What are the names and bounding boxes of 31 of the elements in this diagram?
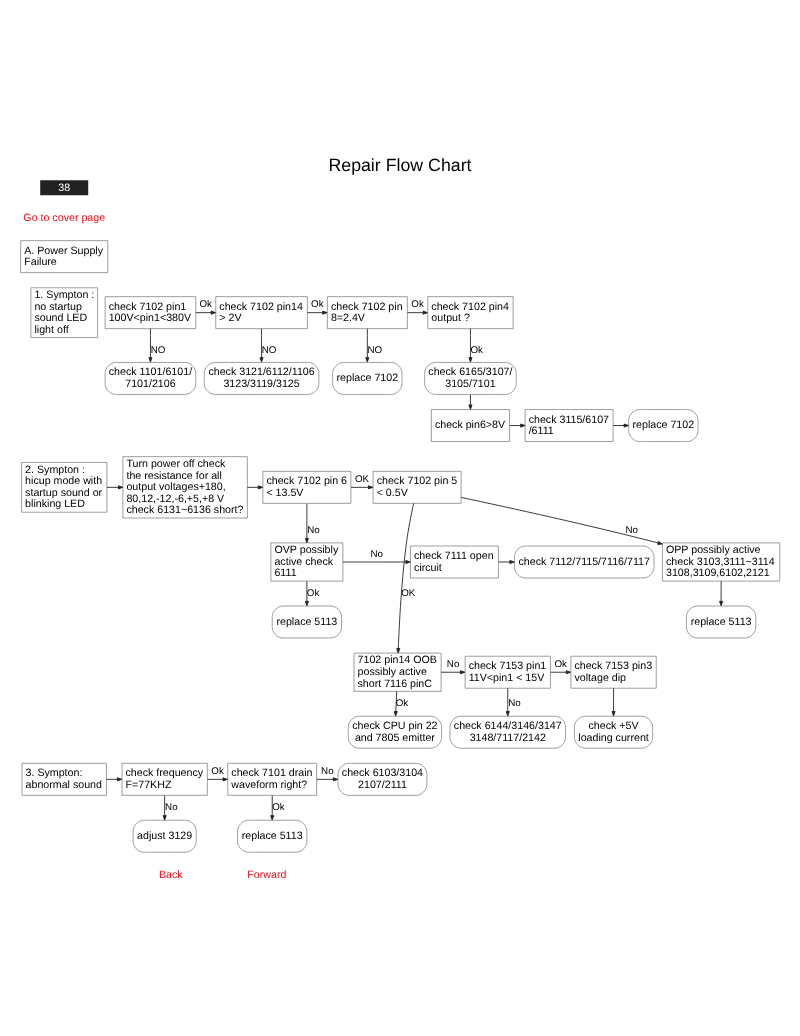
arrow [719,580,724,607]
arrow [468,328,473,363]
arrow [509,423,526,428]
arrow [350,485,374,490]
arrow [259,328,264,363]
arrow [505,687,510,717]
arrow [342,560,411,564]
arrow [611,687,616,717]
arrow [306,310,328,315]
arrow [440,670,466,675]
arrow [270,795,275,821]
arrow [498,560,515,564]
arrow [195,310,216,315]
arrow [304,580,309,607]
arrow [162,795,167,821]
arrow [468,394,473,410]
arrow [407,310,428,315]
arrow [393,691,398,717]
arrow [365,328,370,363]
arrow [612,423,629,428]
arrow [207,777,228,782]
arrow [396,503,415,654]
arrow [316,777,339,782]
arrow [106,485,124,490]
arrow [550,670,572,675]
arrow [148,328,153,363]
arrow [106,777,123,782]
arrow [304,503,309,544]
diagram-title: Repair Flow Chart [328,155,472,176]
arrow [460,497,663,545]
arrow [247,485,264,490]
